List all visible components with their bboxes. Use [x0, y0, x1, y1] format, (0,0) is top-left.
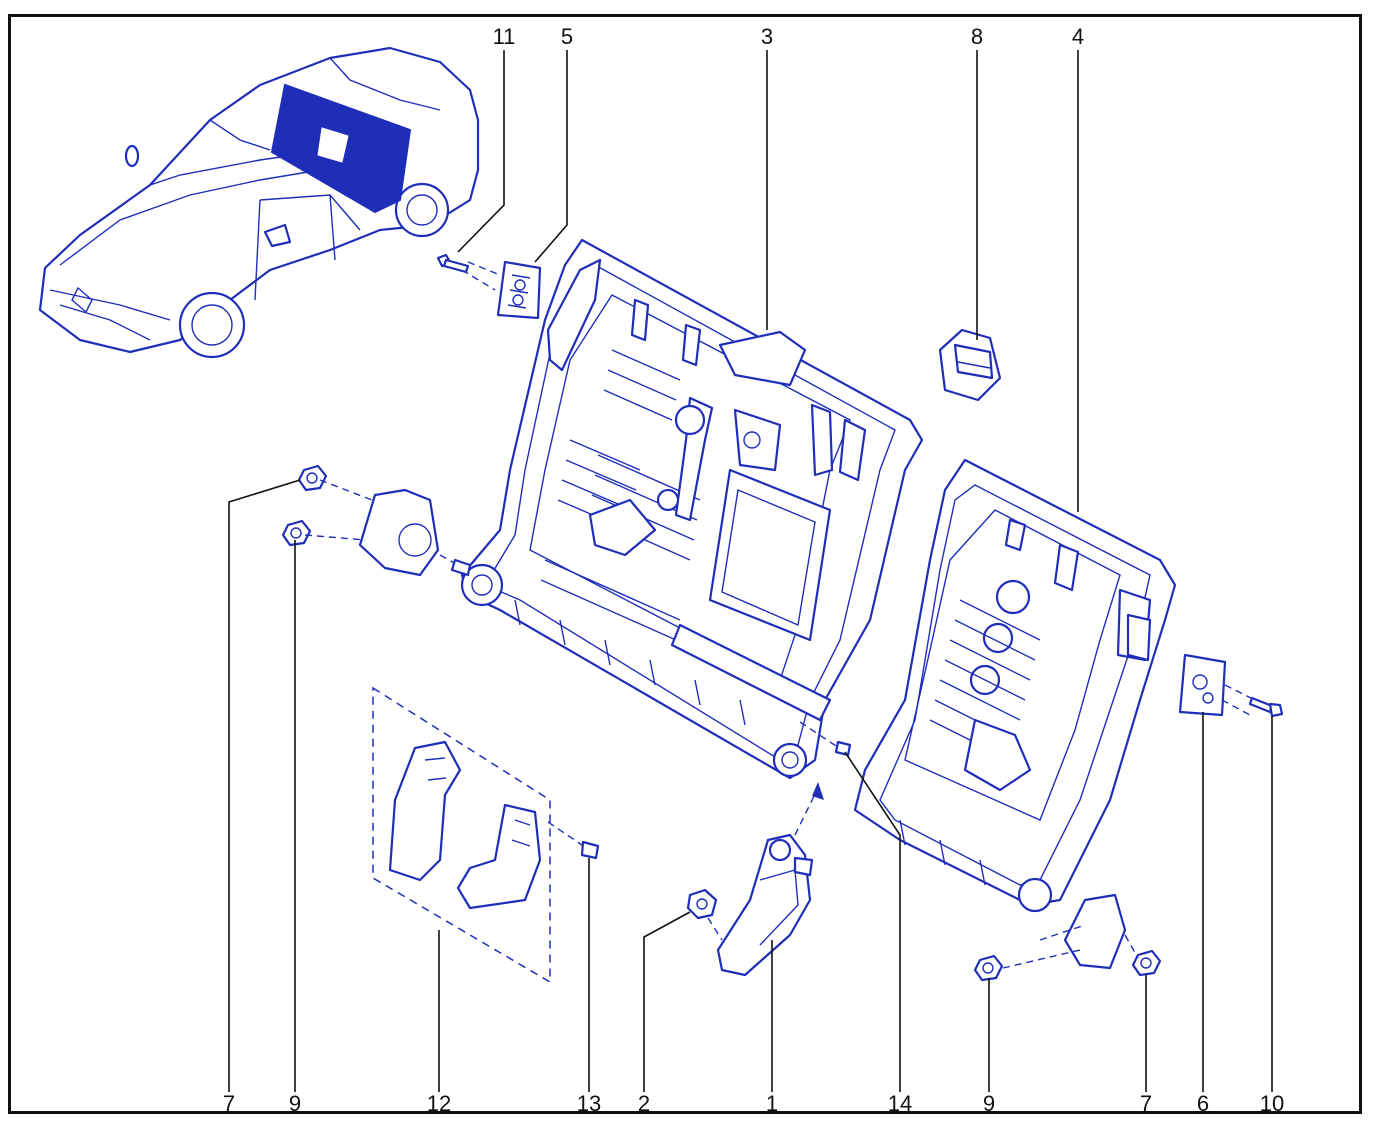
- callout-13: 13: [577, 1091, 601, 1116]
- callout-labels: 11 5 3 8 4 7 9 12 13 2 1 14 9 7 6 10: [223, 24, 1284, 1116]
- part-4-seat-back-frame-small: [853, 458, 1177, 913]
- part-11-bolt: [436, 253, 470, 274]
- callout-7-right: 7: [1140, 1091, 1152, 1116]
- callout-10: 10: [1260, 1091, 1284, 1116]
- part-14-pin: [799, 721, 852, 757]
- part-2-bolt: [686, 888, 723, 941]
- left-pivot-assembly: [281, 464, 472, 577]
- vehicle-locator: [38, 46, 480, 359]
- part-8-clip: [938, 328, 1002, 402]
- part-13-screw: [547, 821, 600, 860]
- part-1-lever-bracket: [716, 782, 824, 977]
- callout-8: 8: [971, 24, 983, 49]
- callout-14: 14: [888, 1091, 912, 1116]
- callout-5: 5: [561, 24, 573, 49]
- part-3-seat-back-frame-large: [460, 238, 924, 780]
- callout-9-left: 9: [289, 1091, 301, 1116]
- callout-7-left: 7: [223, 1091, 235, 1116]
- part-10-bolt: [1248, 696, 1284, 718]
- callout-4: 4: [1072, 24, 1084, 49]
- callout-3: 3: [761, 24, 773, 49]
- leader-lines: [228, 50, 1273, 1092]
- callout-6: 6: [1197, 1091, 1209, 1116]
- part-12-trim-cover-group: [372, 686, 551, 984]
- callout-11: 11: [493, 24, 516, 49]
- callout-1: 1: [766, 1091, 778, 1116]
- callout-12: 12: [427, 1091, 451, 1116]
- part-5-hinge-bracket: [461, 260, 542, 320]
- callout-9-right: 9: [983, 1091, 995, 1116]
- callout-2: 2: [638, 1091, 650, 1116]
- part-6-hinge-bracket-right: [1178, 653, 1256, 717]
- right-pivot-assembly: [973, 893, 1162, 982]
